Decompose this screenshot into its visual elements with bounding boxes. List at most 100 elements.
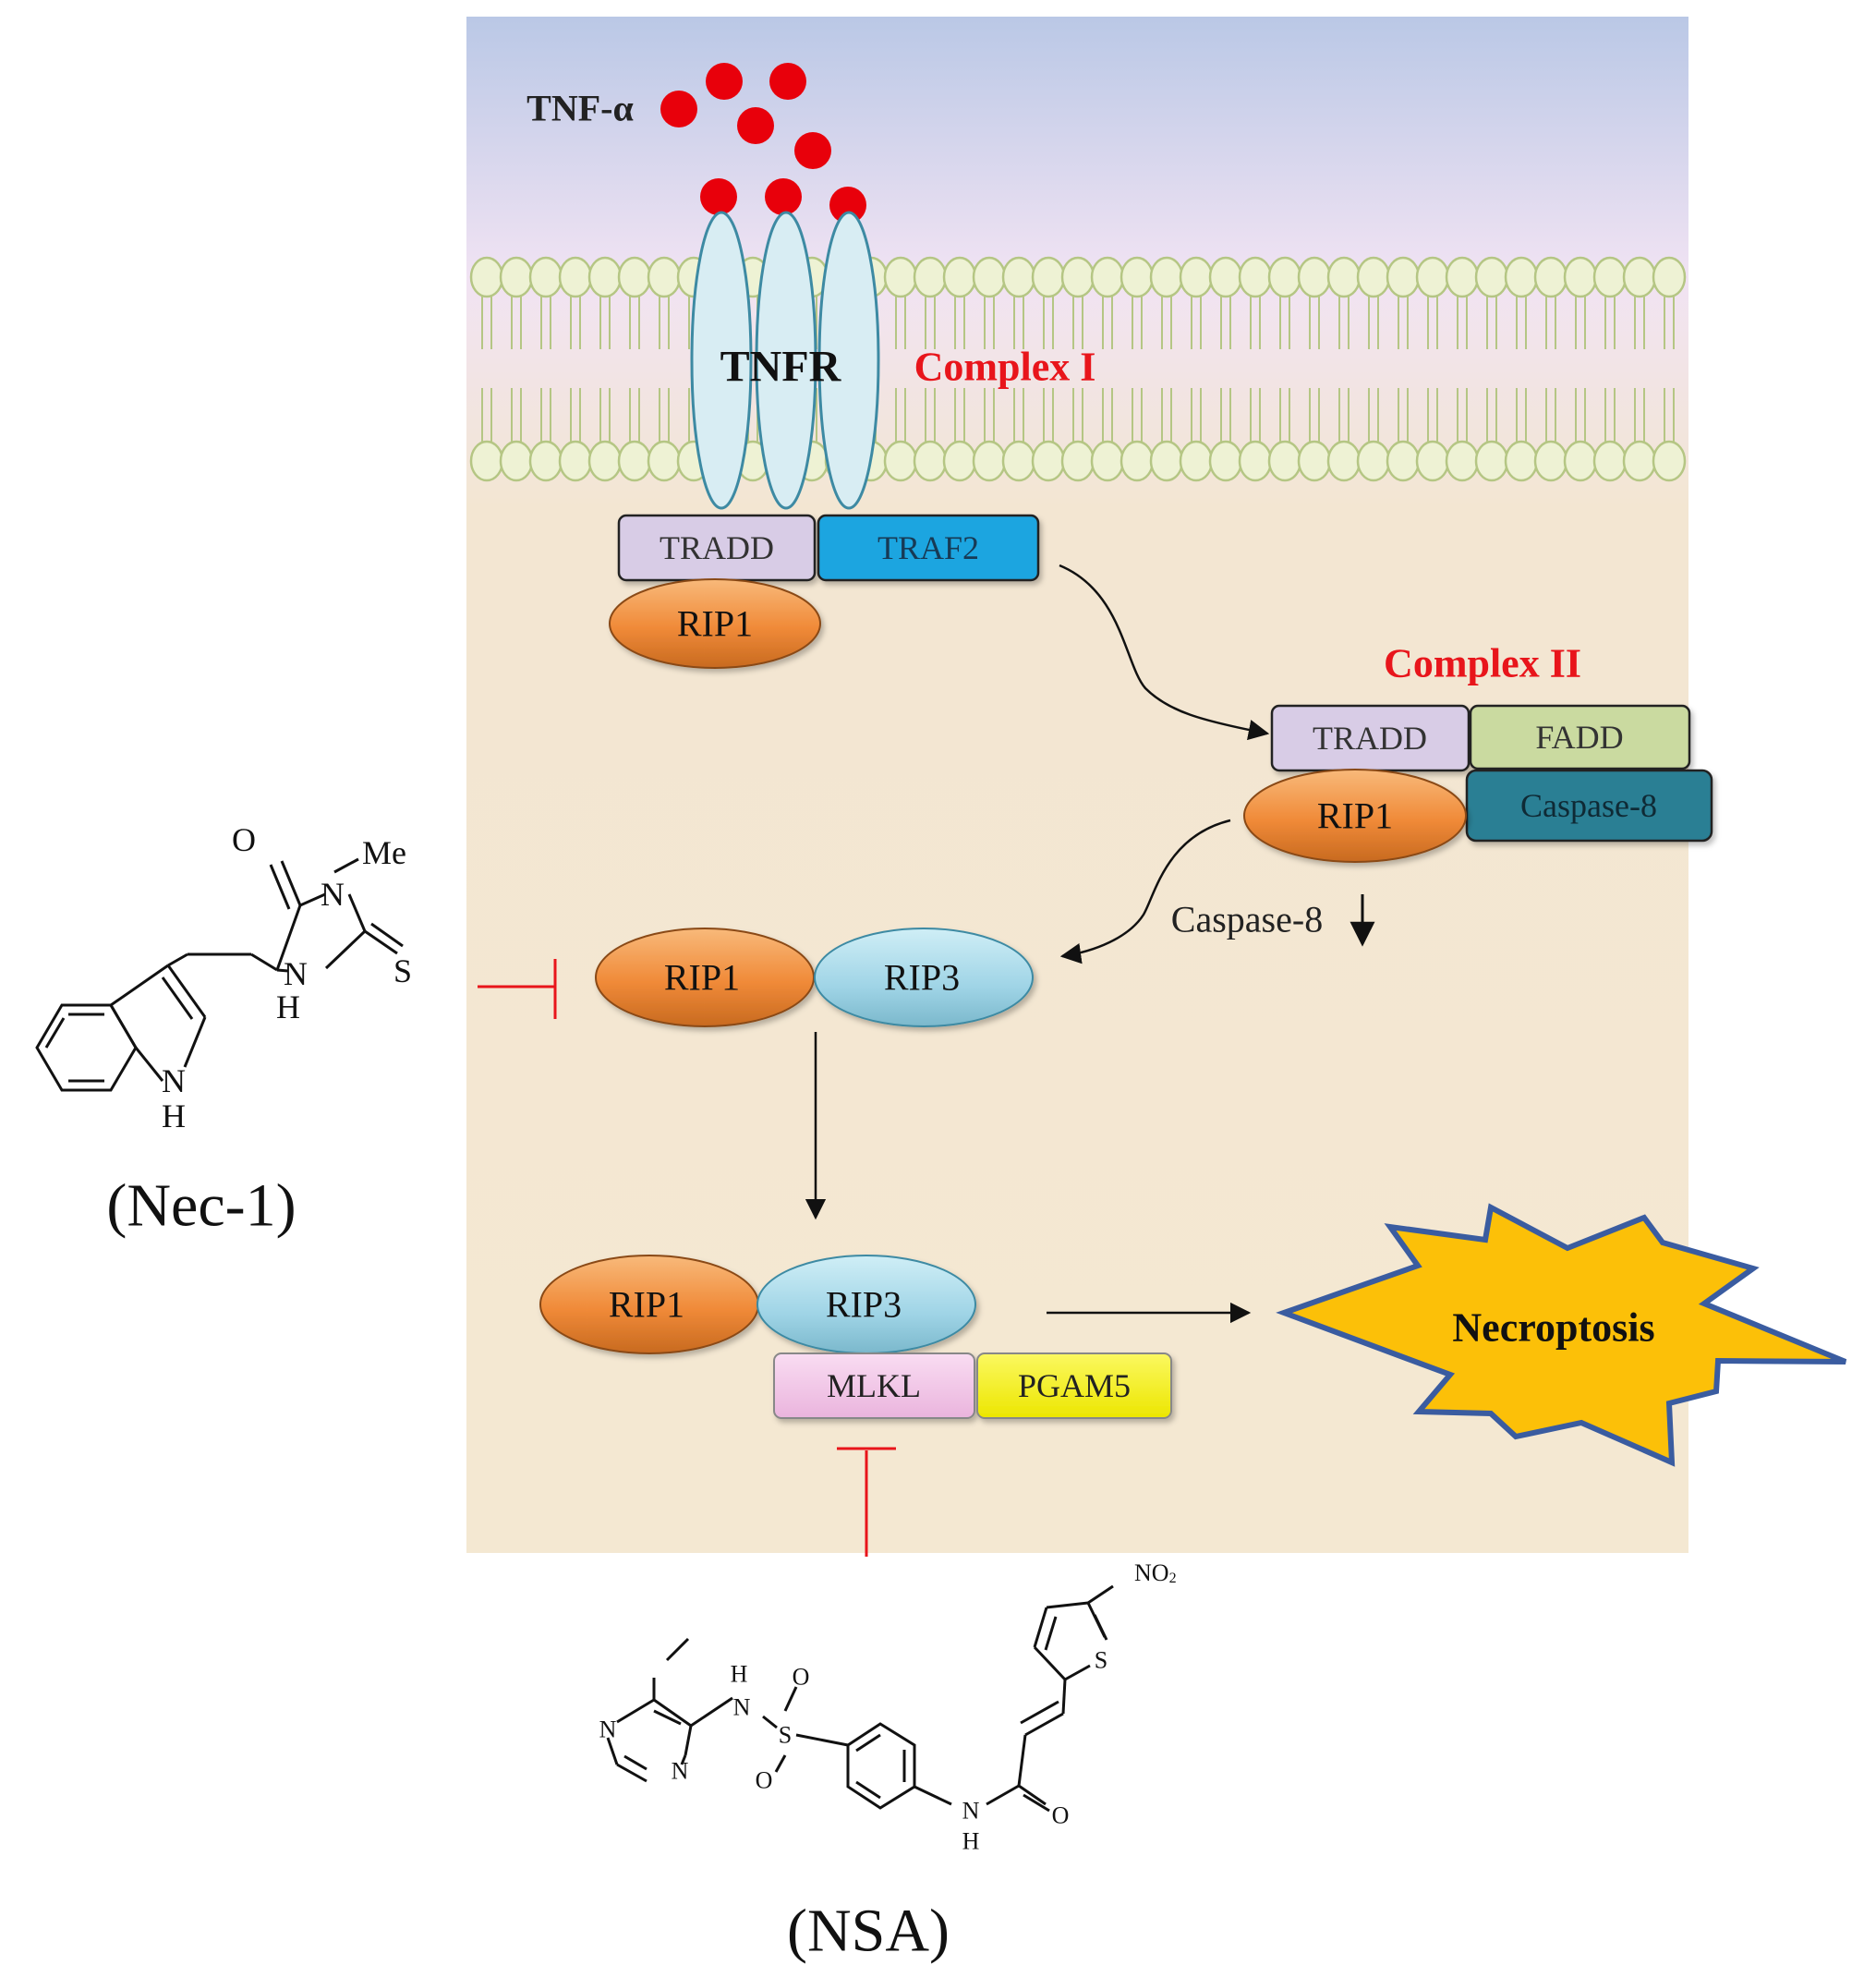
lipid-head xyxy=(1149,256,1184,298)
lipid-head xyxy=(1001,256,1036,298)
arrow-complex-ii-to-necrosome xyxy=(1059,819,1231,964)
complex-i-tradd-label: TRADD xyxy=(660,529,774,566)
tnfr-subunit xyxy=(817,211,880,510)
lipid-head xyxy=(913,440,948,482)
lipid-head xyxy=(1060,440,1095,482)
lipid-head xyxy=(913,256,948,298)
lipid-head xyxy=(1120,440,1155,482)
complex-ii-title: Complex II xyxy=(1384,641,1581,686)
nec1-inhibition-marker xyxy=(478,959,557,1019)
complex-i-rip1-label: RIP1 xyxy=(677,603,753,645)
lipid-head xyxy=(499,256,534,298)
lipid-head xyxy=(1415,256,1450,298)
lipid-head xyxy=(617,440,652,482)
nec1-atom-me: Me xyxy=(362,834,406,871)
nec1-atom-o: O xyxy=(232,821,256,858)
lipid-head xyxy=(1090,440,1125,482)
lipid-head xyxy=(1238,440,1273,482)
nec1-atom-s: S xyxy=(393,952,412,989)
lipid-head xyxy=(1356,440,1391,482)
lipid-head xyxy=(1208,256,1243,298)
complex-ii-caspase8-label: Caspase-8 xyxy=(1520,787,1657,824)
lipid-head xyxy=(1149,440,1184,482)
lipid-head xyxy=(942,440,977,482)
lipid-head xyxy=(528,256,563,298)
lipid-head xyxy=(1326,440,1362,482)
complex-ii-fadd-label: FADD xyxy=(1535,719,1623,756)
nsa-atom-n-pyrazine-1: N xyxy=(599,1716,617,1743)
tnf-alpha-molecules xyxy=(660,63,866,224)
necrosome2-rip1-label: RIP1 xyxy=(609,1284,684,1326)
lipid-head xyxy=(1592,256,1628,298)
nsa-atom-s-sulfonyl: S xyxy=(779,1722,792,1749)
complex-i-traf2-label: TRAF2 xyxy=(877,529,979,566)
lipid-head xyxy=(587,440,623,482)
tnfr-subunit xyxy=(690,211,753,510)
necroptosis-label: Necroptosis xyxy=(1452,1305,1654,1351)
necrosome2-pgam5-box xyxy=(976,1352,1172,1419)
lipid-head xyxy=(1060,256,1095,298)
nsa-atom-o-sulfonyl-2: O xyxy=(756,1767,773,1794)
lipid-head xyxy=(647,256,682,298)
arrow-complex-i-to-ii xyxy=(1059,564,1270,741)
lipid-head xyxy=(1652,256,1687,298)
necroptosis-starburst xyxy=(1276,1203,1847,1467)
nsa-atom-s-thiophene: S xyxy=(1095,1647,1107,1674)
nec1-atom-n-ring: N xyxy=(284,955,308,992)
lipid-head xyxy=(1622,256,1657,298)
lipid-head xyxy=(1120,256,1155,298)
lipid-head xyxy=(587,256,623,298)
lipid-head xyxy=(883,440,918,482)
complex-i-traf2-box xyxy=(817,514,1040,582)
lipid-head xyxy=(469,256,504,298)
lipid-head xyxy=(1386,256,1421,298)
lipid-head xyxy=(528,440,563,482)
tnf-alpha-molecule xyxy=(765,178,802,215)
lipid-head xyxy=(1267,440,1302,482)
nec1-atom-n-indole: N xyxy=(162,1062,186,1099)
lipid-head xyxy=(1179,440,1214,482)
tnf-alpha-molecule xyxy=(706,63,743,100)
lipid-head xyxy=(558,256,593,298)
lipid-head xyxy=(617,256,652,298)
nec1-atom-n-methyl: N xyxy=(321,876,345,913)
lipid-head xyxy=(1563,440,1598,482)
lipid-head xyxy=(1504,440,1539,482)
tnf-alpha-molecule xyxy=(737,107,774,144)
necrosome1-rip3-label: RIP3 xyxy=(884,957,960,999)
tnfr-subunit xyxy=(755,211,817,510)
necrosome2-mlkl-box xyxy=(773,1352,975,1419)
tnf-alpha-molecule xyxy=(769,63,806,100)
nec1-atom-h-indole: H xyxy=(162,1098,186,1134)
lipid-head xyxy=(1297,440,1332,482)
lipid-head xyxy=(1563,256,1598,298)
necrosome1-rip3-oval xyxy=(814,928,1034,1027)
tnf-alpha-molecule xyxy=(660,91,697,127)
lipid-head xyxy=(1326,256,1362,298)
lipid-head xyxy=(499,440,534,482)
tnf-alpha-label: TNF-α xyxy=(526,88,634,129)
necrosome1-rip1-label: RIP1 xyxy=(664,957,740,999)
complex-i-rip1-oval xyxy=(609,578,821,669)
nsa-atom-o-sulfonyl-1: O xyxy=(793,1664,810,1691)
tnfr-receptor xyxy=(690,211,880,510)
lipid-head xyxy=(1504,256,1539,298)
lipid-head xyxy=(1622,440,1657,482)
lipid-head xyxy=(883,256,918,298)
nsa-atom-n-pyrazine-2: N xyxy=(672,1758,689,1785)
lipid-head xyxy=(1090,256,1125,298)
complex-i-title: Complex I xyxy=(914,345,1096,390)
nsa-atom-n-sulfonamide: N xyxy=(733,1694,751,1721)
lipid-head xyxy=(1652,440,1687,482)
lipid-head xyxy=(972,256,1007,298)
lipid-head xyxy=(1474,440,1509,482)
lipid-head xyxy=(1031,440,1066,482)
nsa-atom-h-amide: H xyxy=(962,1828,980,1855)
tnf-alpha-molecule xyxy=(829,187,866,224)
complex-ii-fadd-box xyxy=(1469,704,1691,770)
nec1-name-label: (Nec-1) xyxy=(106,1172,296,1240)
lipid-head xyxy=(1533,440,1568,482)
lipid-head xyxy=(1208,440,1243,482)
caspase8-decrease-label: Caspase-8 xyxy=(1171,899,1323,940)
